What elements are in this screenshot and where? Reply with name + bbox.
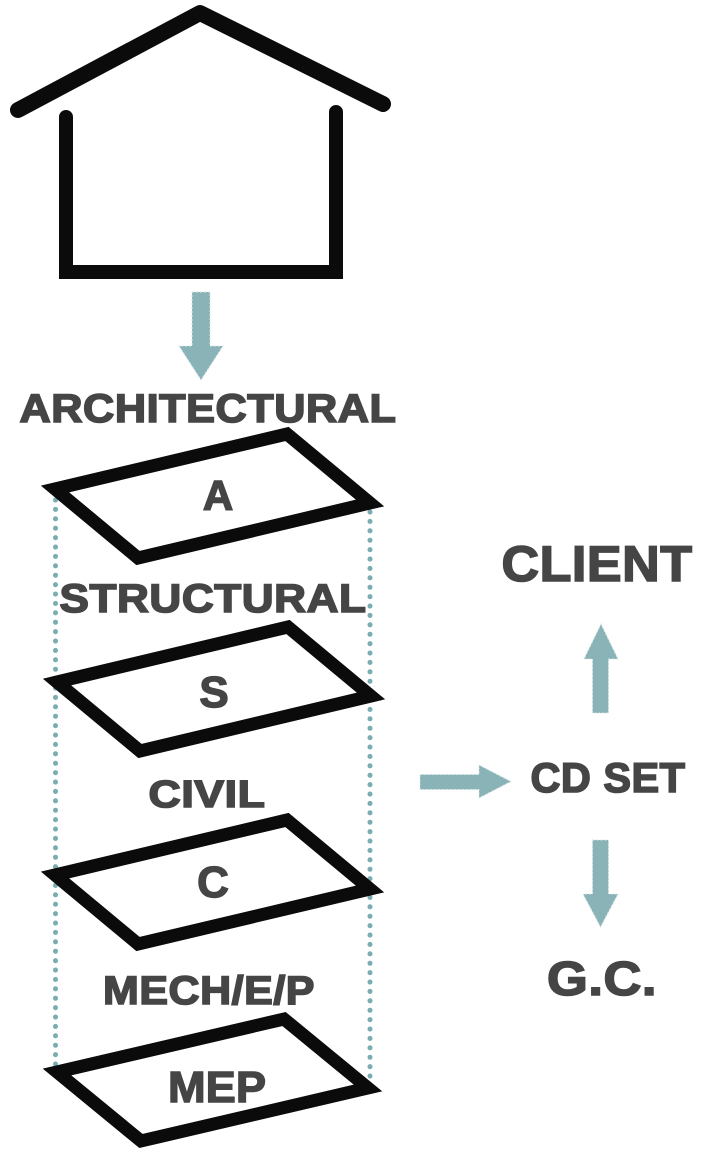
sheet-code-a: A bbox=[203, 472, 233, 519]
arrow-down-cdset-to-gc-icon bbox=[582, 839, 619, 929]
cd-set-flow: CD SET CLIENT G.C. bbox=[419, 535, 693, 1007]
client-label: CLIENT bbox=[502, 536, 693, 592]
sheet-plane-c bbox=[40, 812, 385, 952]
sheet-plane-s bbox=[42, 619, 386, 759]
house-walls-line bbox=[59, 105, 343, 279]
house-roof-line bbox=[10, 5, 391, 118]
cd-set-label: CD SET bbox=[531, 754, 686, 801]
structural-label: STRUCTURAL bbox=[60, 577, 367, 621]
arrow-down-house-to-stack-icon bbox=[178, 291, 224, 381]
sheet-plane-a bbox=[40, 426, 385, 566]
layer-architectural: ARCHITECTURAL A bbox=[19, 386, 397, 566]
layer-structural: STRUCTURAL S bbox=[42, 576, 386, 759]
arrow-up-cdset-to-client-icon bbox=[583, 622, 619, 714]
sheet-code-s: S bbox=[199, 668, 228, 717]
layer-civil: CIVIL C bbox=[40, 773, 385, 952]
house-icon bbox=[10, 5, 391, 279]
arrow-right-stack-to-cdset-icon bbox=[419, 764, 513, 799]
sheet-plane-mep bbox=[42, 1011, 383, 1149]
mep-label: MECH/E/P bbox=[103, 969, 315, 1013]
architectural-label: ARCHITECTURAL bbox=[20, 387, 397, 431]
civil-label: CIVIL bbox=[149, 774, 266, 816]
sheet-code-mep: MEP bbox=[168, 1063, 266, 1112]
gc-label: G.C. bbox=[547, 953, 657, 1006]
sheet-code-c: C bbox=[197, 858, 229, 907]
layer-mep: MECH/E/P MEP bbox=[42, 968, 383, 1149]
